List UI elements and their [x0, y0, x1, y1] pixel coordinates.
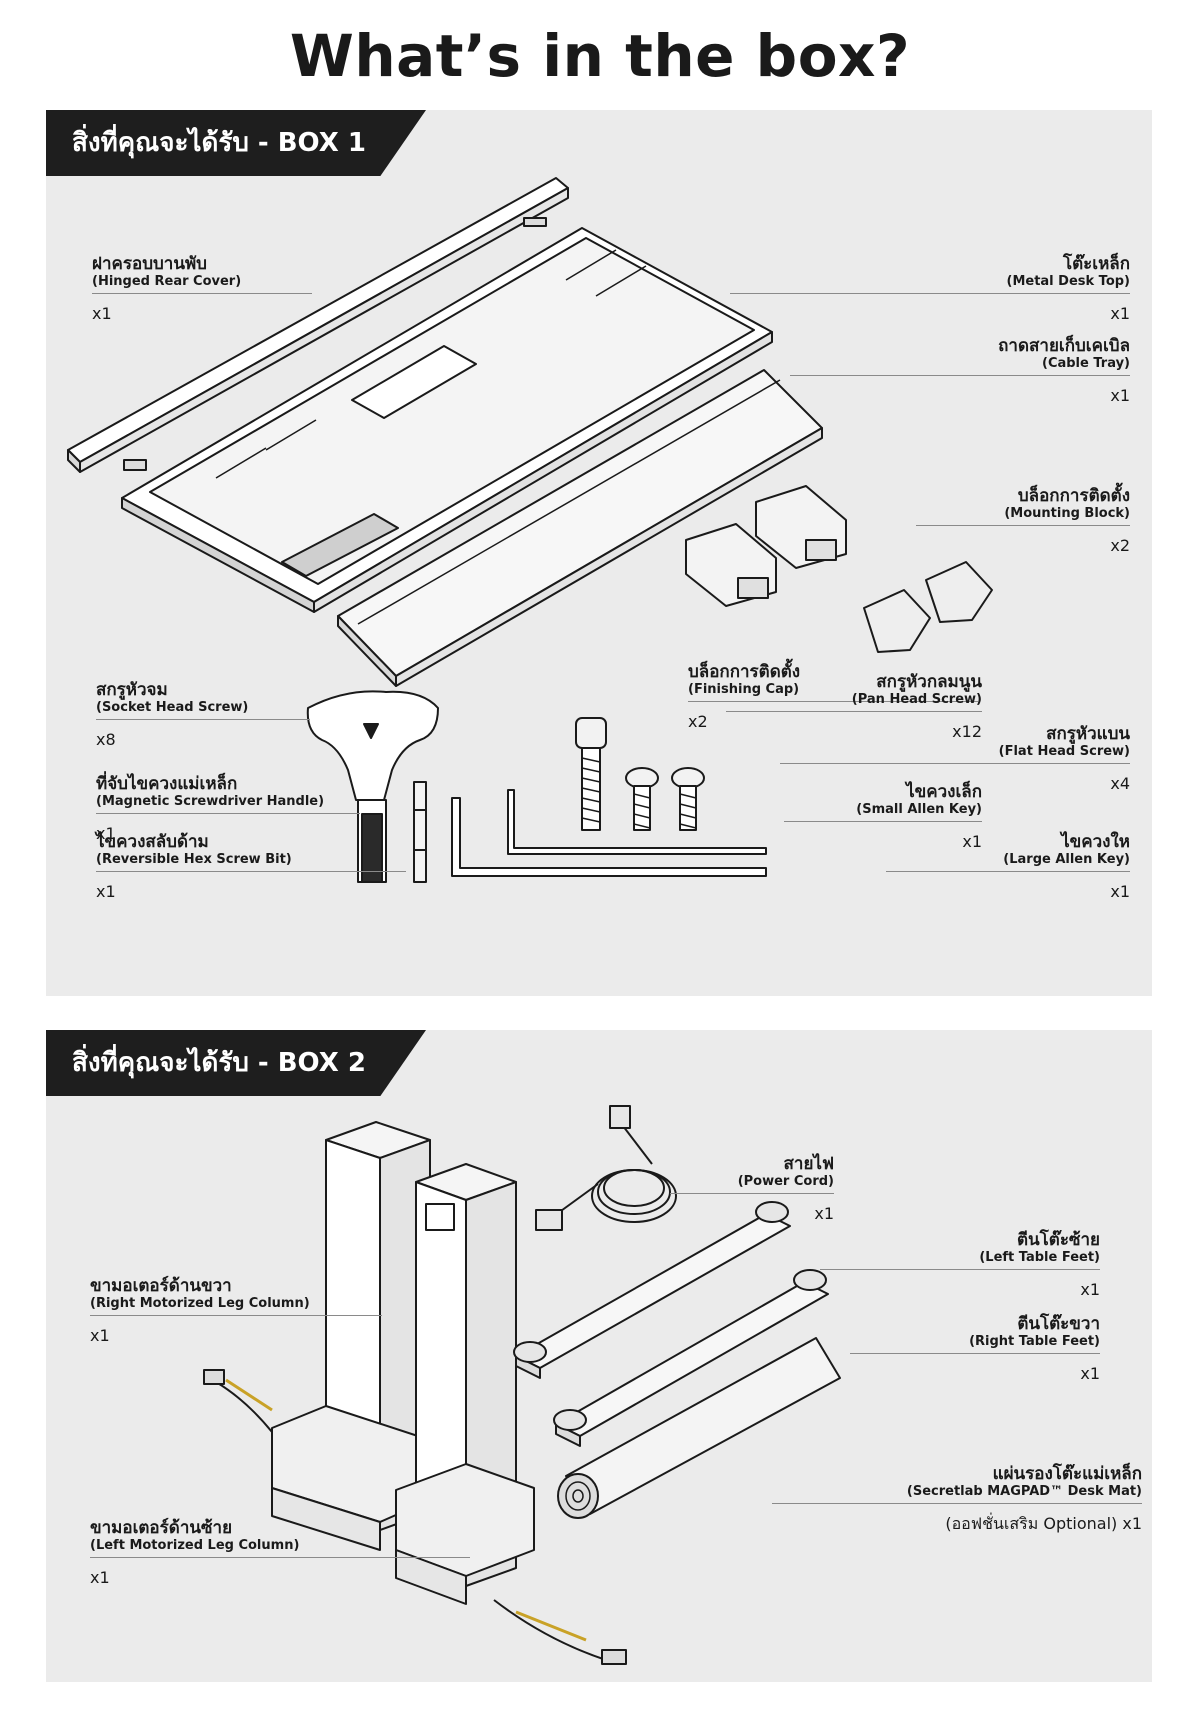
leader-line [90, 1557, 470, 1558]
cable-tray-drawing [338, 370, 822, 686]
label-pan-head-screw: สกรูหัวกลมนูน (Pan Head Screw) x12 [726, 672, 982, 742]
socket-head-screw-drawing [576, 718, 606, 830]
label-hinged-rear-cover: ฝาครอบบานพับ (Hinged Rear Cover) x1 [92, 254, 312, 324]
label-finishing-cap: บล็อกการติดตั้ง (Finishing Cap) x2 [688, 662, 978, 732]
box-1-header: สิ่งที่คุณจะได้รับ - BOX 1 [46, 110, 426, 176]
label-reversible-hex-screw-bit: ไขควงสลับด้าม (Reversible Hex Screw Bit)… [96, 832, 406, 902]
large-allen-key-drawing [452, 798, 766, 876]
leader-line [90, 1315, 382, 1316]
power-cord-drawing [536, 1106, 676, 1230]
leader-line [96, 719, 310, 720]
right-leg-column-drawing [204, 1122, 430, 1550]
label-metal-desk-top: โต๊ะเหล็ก (Metal Desk Top) x1 [730, 254, 1130, 324]
label-left-motorized-leg-column: ขามอเตอร์ด้านซ้าย (Left Motorized Leg Co… [90, 1518, 470, 1588]
pan-head-screw-drawing [626, 768, 658, 830]
label-flat-head-screw: สกรูหัวแบน (Flat Head Screw) x4 [780, 724, 1130, 794]
label-small-allen-key: ไขควงเล็ก (Small Allen Key) x1 [784, 782, 982, 852]
label-right-table-feet: ตีนโต๊ะขวา (Right Table Feet) x1 [850, 1314, 1100, 1384]
left-leg-column-drawing [396, 1164, 626, 1664]
leader-line [92, 293, 312, 294]
label-magpad-desk-mat: แผ่นรองโต๊ะแม่เหล็ก (Secretlab MAGPAD™ D… [772, 1464, 1142, 1534]
leader-line [726, 711, 982, 712]
flat-head-screw-drawing [672, 768, 704, 830]
label-power-cord: สายไฟ (Power Cord) x1 [670, 1154, 834, 1224]
leader-line [772, 1503, 1142, 1504]
leader-line [96, 871, 406, 872]
leader-line [96, 813, 360, 814]
leader-line [730, 293, 1130, 294]
box-1-illustration [46, 110, 1152, 996]
right-table-feet-drawing [554, 1270, 828, 1446]
leader-line [820, 1269, 1100, 1270]
metal-desk-top-drawing [122, 228, 772, 612]
box-1-panel: สิ่งที่คุณจะได้รับ - BOX 1 [46, 110, 1152, 996]
hinged-rear-cover-drawing [68, 178, 568, 472]
mounting-block-drawing [686, 486, 846, 606]
leader-line [784, 821, 982, 822]
left-table-feet-drawing [514, 1202, 790, 1378]
box-2-panel: สิ่งที่คุณจะได้รับ - BOX 2 [46, 1030, 1152, 1682]
label-cable-tray: ถาดสายเก็บเคเบิล (Cable Tray) x1 [790, 336, 1130, 406]
box-2-illustration [46, 1030, 1152, 1682]
page-title: What’s in the box? [289, 22, 911, 90]
leader-line [790, 375, 1130, 376]
box-2-header: สิ่งที่คุณจะได้รับ - BOX 2 [46, 1030, 426, 1096]
label-mounting-block: บล็อกการติดตั้ง (Mounting Block) x2 [916, 486, 1130, 556]
finishing-cap-drawing [864, 562, 992, 652]
leader-line [780, 763, 1130, 764]
label-right-motorized-leg-column: ขามอเตอร์ด้านขวา (Right Motorized Leg Co… [90, 1276, 382, 1346]
label-large-allen-key: ไขควงให (Large Allen Key) x1 [886, 832, 1130, 902]
label-left-table-feet: ตีนโต๊ะซ้าย (Left Table Feet) x1 [820, 1230, 1100, 1300]
label-socket-head-screw: สกรูหัวจม (Socket Head Screw) x8 [96, 680, 310, 750]
leader-line [850, 1353, 1100, 1354]
leader-line [886, 871, 1130, 872]
leader-line [670, 1193, 834, 1194]
leader-line [688, 701, 978, 702]
screwdriver-handle-drawing [308, 691, 438, 882]
desk-mat-roll-drawing [558, 1338, 840, 1518]
leader-line [916, 525, 1130, 526]
small-allen-key-drawing [508, 790, 766, 854]
label-magnetic-screwdriver-handle: ที่จับไขควงแม่เหล็ก (Magnetic Screwdrive… [96, 774, 360, 844]
hex-bit-drawing [414, 782, 426, 882]
